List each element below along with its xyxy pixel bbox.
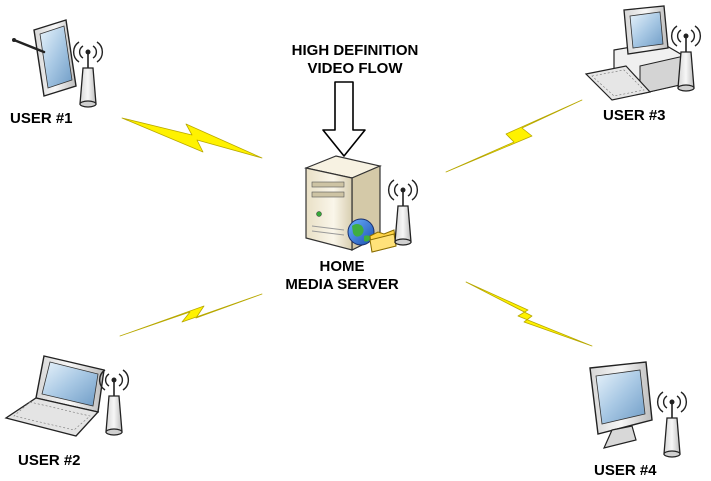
user2-antenna-icon [98, 369, 130, 436]
globe-icon [347, 218, 375, 246]
user3-label: USER #3 [603, 107, 666, 124]
tablet-pc-icon [12, 19, 77, 97]
user4-label: USER #4 [594, 462, 657, 479]
bolt-user2-icon [119, 293, 263, 337]
bolt-user1-icon [121, 117, 263, 159]
server-label-line2: MEDIA SERVER [285, 276, 399, 293]
user1-antenna-icon [72, 41, 104, 108]
laptop-icon [4, 355, 105, 437]
desktop-computer-icon [584, 5, 685, 101]
down-arrow-icon [322, 81, 366, 157]
video-flow-label-line1: HIGH DEFINITION [291, 42, 419, 59]
folder-icon [369, 229, 397, 253]
bolt-user4-icon [465, 281, 593, 347]
user2-label: USER #2 [18, 452, 81, 469]
video-flow-label: HIGH DEFINITION VIDEO FLOW [270, 42, 440, 78]
video-flow-label-line2: VIDEO FLOW [307, 60, 403, 77]
user1-label: USER #1 [10, 110, 73, 127]
server-label: HOME MEDIA SERVER [262, 258, 422, 294]
server-label-line1: HOME [319, 258, 365, 275]
lcd-monitor-icon [589, 361, 653, 449]
bolt-user3-icon [445, 99, 583, 173]
user4-antenna-icon [656, 391, 688, 458]
